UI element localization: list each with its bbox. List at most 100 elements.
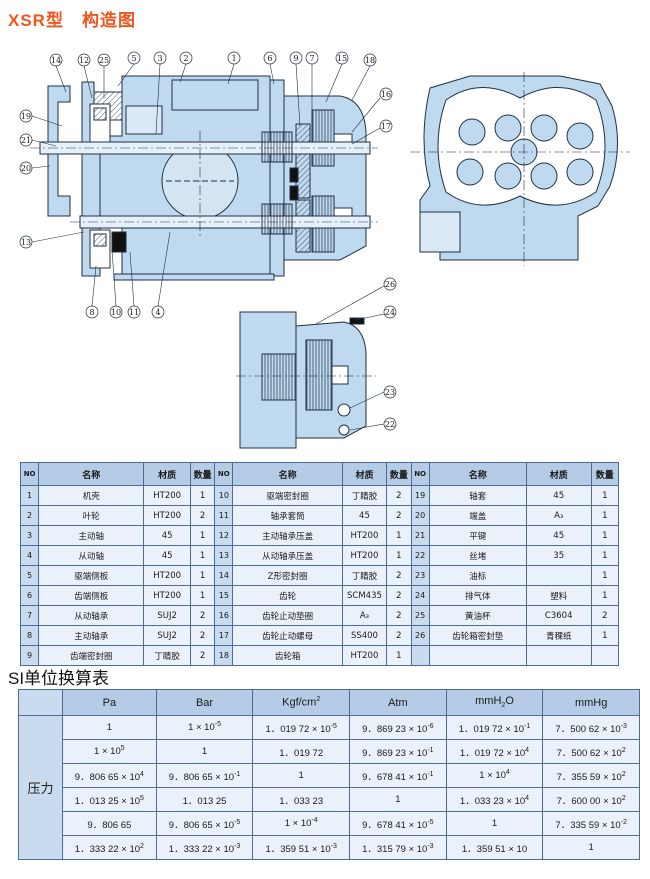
table-cell: 1 [590, 505, 620, 526]
table-cell: 主动轴 [38, 525, 145, 546]
callout-label: 5 [131, 54, 136, 63]
callout-label: 9 [293, 54, 298, 63]
cell-mantissa: 1 × 10 [188, 722, 215, 734]
header-cell: 材质 [525, 462, 592, 486]
table-cell: 12 [214, 525, 234, 546]
cell-mantissa: 9．806 65 × 10 [168, 771, 235, 783]
header-cell: NO [19, 462, 40, 486]
cell-mantissa: 1 [588, 842, 594, 854]
table-cell: HT200 [341, 545, 388, 566]
cell-exponent: -6 [427, 722, 434, 730]
cell-exponent: -5 [427, 818, 434, 826]
table-cell: HT200 [143, 585, 191, 606]
table-cell: 10 [214, 485, 234, 506]
table-cell: HT200 [143, 505, 191, 526]
table-cell: 丁睛胶 [143, 645, 191, 666]
cell-mantissa: 1．033 23 × 10 [459, 795, 526, 807]
table-cell: 1．359 51 × 10-3 [252, 835, 351, 860]
unit-tail: O [505, 695, 514, 708]
table-cell: 1．019 72 [252, 739, 351, 764]
table-cell: 2 [189, 645, 216, 666]
table-cell: 1 × 10-5 [155, 715, 254, 740]
table-cell: 轴承套筒 [232, 505, 343, 526]
header-cell: 数量 [590, 462, 620, 486]
cell-mantissa: 9．869 23 × 10 [362, 747, 428, 759]
table-cell: 丝堵 [428, 545, 527, 566]
si-table-title: SI单位换算表 [8, 669, 110, 688]
table-cell: HT200 [143, 565, 191, 586]
table-cell: 齿轮箱密封垫 [428, 625, 527, 646]
page-title: XSR型 构造图 [8, 11, 136, 30]
table-cell: HT200 [341, 645, 388, 666]
table-cell: 1 [445, 811, 544, 836]
table-cell: 22 [410, 545, 430, 566]
header-cell: 名称 [232, 462, 343, 486]
table-cell: 1．019 72 × 104 [445, 739, 544, 764]
cell-mantissa: 1．013 25 [182, 795, 227, 807]
cell-exponent: 4 [140, 770, 144, 778]
table-cell: 齿轮 [232, 585, 343, 606]
table-cell: 9．869 23 × 10-1 [349, 739, 447, 764]
table-cell: HT200 [143, 485, 191, 506]
callout-label: 23 [385, 388, 395, 397]
unit-mmh2o: mmH2O [445, 689, 544, 716]
table-cell: 2 [189, 625, 216, 646]
table-cell: 1 [590, 565, 620, 586]
cell-exponent: -3 [427, 842, 434, 850]
cell-exponent: -3 [620, 722, 627, 730]
unit-bar: Bar [155, 689, 254, 716]
table-cell: 1．359 51 × 10 [445, 835, 544, 860]
cell-exponent: -1 [427, 746, 434, 754]
table-cell: 5 [19, 565, 40, 586]
table-cell: A₃ [525, 505, 592, 526]
parts-table-header: NO 名称 材质 数量 NO 名称 材质 数量 NO 名称 材质 数量 [19, 462, 620, 486]
table-cell: 2 [189, 505, 216, 526]
table-cell: 叶轮 [38, 505, 145, 526]
table-cell: 1 [386, 545, 412, 566]
unit-atm: Atm [349, 689, 447, 716]
callout-label: 4 [155, 308, 160, 317]
table-cell: 17 [214, 625, 234, 646]
cell-exponent: -5 [214, 721, 221, 729]
table-cell: 排气体 [428, 585, 527, 606]
table-cell [525, 645, 592, 666]
table-cell: SCM435 [341, 585, 388, 606]
cell-exponent: -1 [234, 770, 241, 778]
table-cell: 2 [386, 565, 412, 586]
callout-label: 21 [21, 136, 31, 145]
cell-mantissa: 9．806 65 [87, 819, 132, 831]
table-cell: 1 [189, 565, 216, 586]
table-cell: 机壳 [38, 485, 145, 506]
callout-label: 17 [381, 122, 391, 131]
cell-exponent: -4 [311, 817, 318, 825]
header-cell: NO [410, 462, 430, 486]
table-cell: 21 [410, 525, 430, 546]
callout-label: 8 [89, 308, 94, 317]
unit-base: mmH [475, 695, 502, 708]
table-cell: 8 [19, 625, 40, 646]
si-corner-cell [18, 689, 63, 716]
table-cell: 7．335 59 × 10-2 [542, 811, 640, 836]
cell-mantissa: 1．013 25 × 10 [74, 795, 141, 807]
table-cell: 1 [189, 485, 216, 506]
cell-mantissa: 1．333 22 × 10 [74, 843, 141, 855]
cell-mantissa: 9．806 65 × 10 [74, 771, 141, 783]
callout-label: 26 [385, 280, 395, 289]
cell-exponent: 4 [525, 794, 530, 802]
table-cell: 35 [525, 545, 592, 566]
table-cell: 平键 [428, 525, 527, 546]
callout-label: 1 [231, 54, 236, 63]
cell-mantissa: 1 [106, 722, 112, 734]
table-cell: 1 [590, 545, 620, 566]
table-cell: 14 [214, 565, 234, 586]
table-cell: 1．019 72 × 10-5 [252, 715, 351, 740]
callout-label: 15 [337, 54, 347, 63]
table-cell: 齿端侧板 [38, 585, 145, 606]
callout-label: 19 [21, 112, 31, 121]
